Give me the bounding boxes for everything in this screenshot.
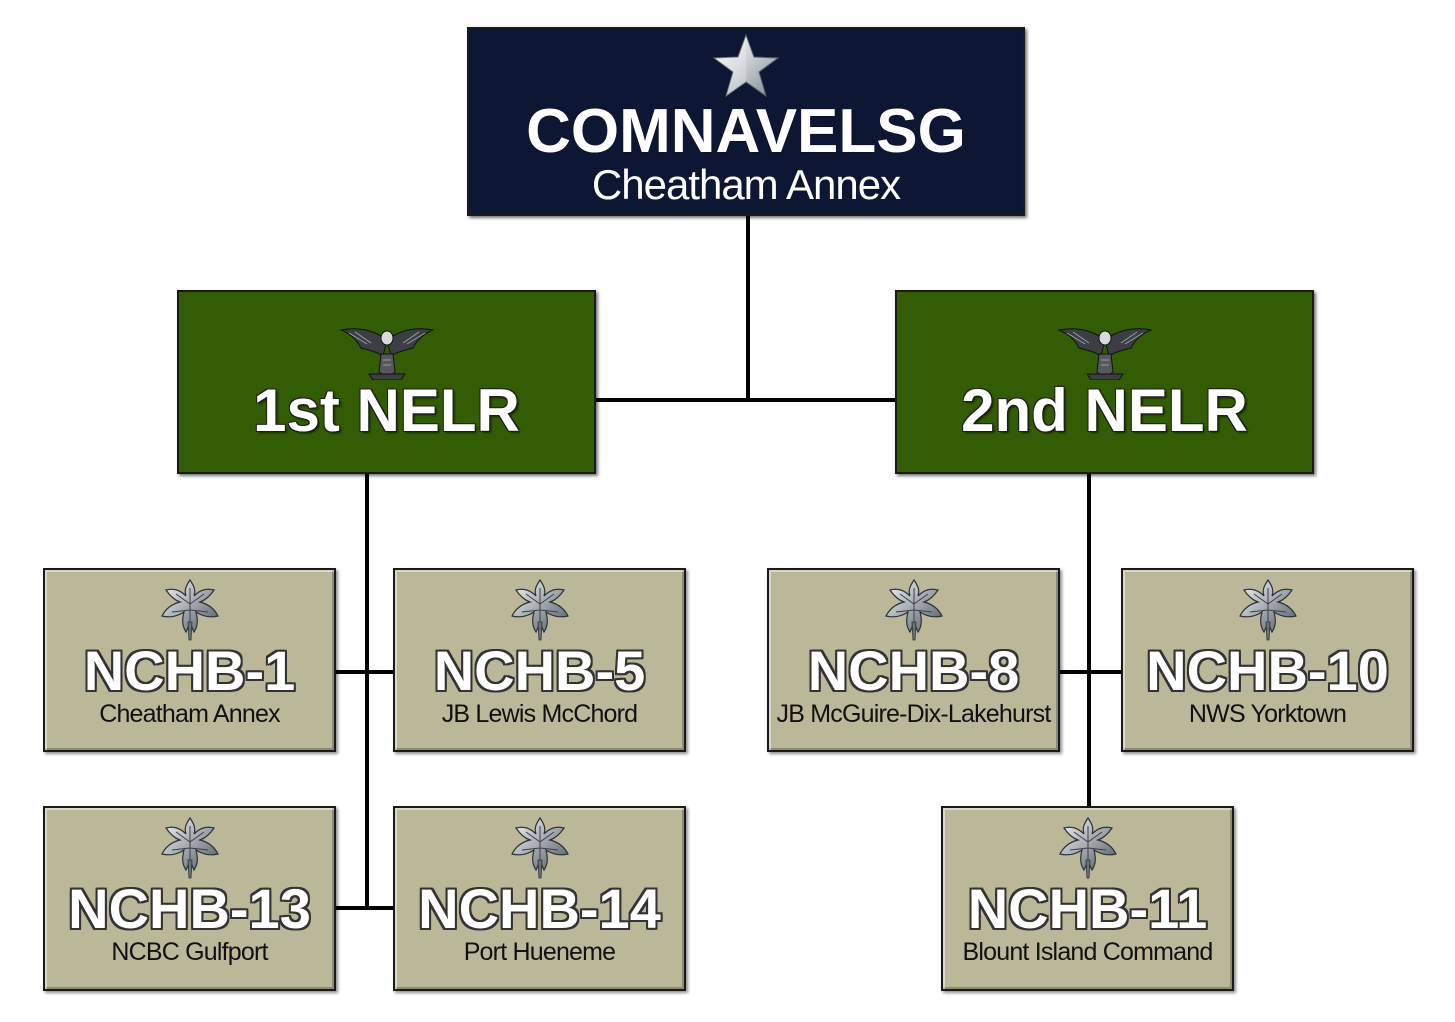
regiment-box-1st-nelr[interactable]: 1st NELR <box>177 290 596 474</box>
comnavelsg-box[interactable]: COMNAVELSG Cheatham Annex <box>467 27 1025 216</box>
unit-location: Blount Island Command <box>962 938 1213 966</box>
unit-box-nchb-5[interactable]: NCHB-5 JB Lewis McChord <box>393 568 686 752</box>
regiment-title-1st-nelr: 1st NELR <box>253 377 520 444</box>
unit-box-nchb-14[interactable]: NCHB-14 Port Hueneme <box>393 806 686 991</box>
unit-title: NCHB-10 <box>1146 639 1389 702</box>
regiment-box-2nd-nelr[interactable]: 2nd NELR <box>895 290 1314 474</box>
unit-box-nchb-11[interactable]: NCHB-11 Blount Island Command <box>941 806 1234 991</box>
oak-leaf-icon <box>884 579 943 641</box>
unit-location: NCBC Gulfport <box>111 938 268 966</box>
comnavelsg-subtitle: Cheatham Annex <box>591 161 901 208</box>
unit-location: JB McGuire-Dix-Lakehurst <box>776 700 1052 728</box>
unit-box-nchb-13[interactable]: NCHB-13 NCBC Gulfport <box>43 806 336 991</box>
eagle-icon <box>1056 328 1153 380</box>
unit-title: NCHB-8 <box>807 639 1020 702</box>
eagle-icon <box>338 328 435 380</box>
star-icon <box>712 33 780 98</box>
unit-title: NCHB-11 <box>967 877 1208 940</box>
unit-box-nchb-10[interactable]: NCHB-10 NWS Yorktown <box>1121 568 1414 752</box>
unit-title: NCHB-14 <box>418 877 661 940</box>
unit-location: Cheatham Annex <box>99 700 280 728</box>
unit-title: NCHB-5 <box>433 639 646 702</box>
oak-leaf-icon <box>1238 579 1297 641</box>
regiment-title-2nd-nelr: 2nd NELR <box>961 377 1248 444</box>
comnavelsg-title: COMNAVELSG <box>526 97 966 166</box>
oak-leaf-icon <box>1058 817 1117 879</box>
unit-location: JB Lewis McChord <box>441 700 638 728</box>
unit-location: NWS Yorktown <box>1188 700 1347 728</box>
unit-box-nchb-8[interactable]: NCHB-8 JB McGuire-Dix-Lakehurst <box>767 568 1060 752</box>
unit-title: NCHB-13 <box>68 877 311 940</box>
unit-box-nchb-1[interactable]: NCHB-1 Cheatham Annex <box>43 568 336 752</box>
oak-leaf-icon <box>160 817 219 879</box>
oak-leaf-icon <box>510 817 569 879</box>
oak-leaf-icon <box>160 579 219 641</box>
unit-location: Port Hueneme <box>463 938 616 966</box>
oak-leaf-icon <box>510 579 569 641</box>
unit-title: NCHB-1 <box>83 639 296 702</box>
